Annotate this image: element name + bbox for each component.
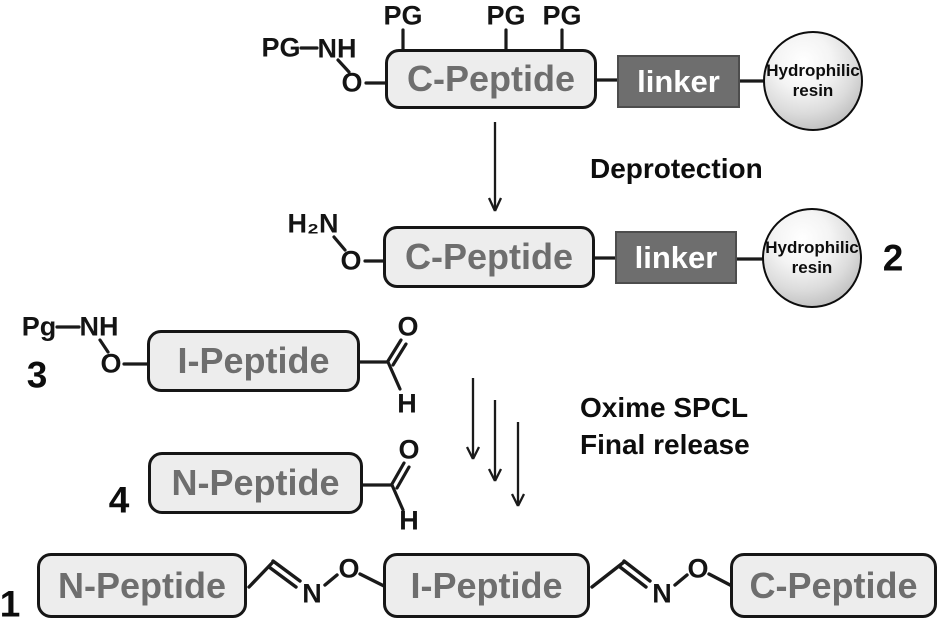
- ligation-arrows: [465, 378, 526, 507]
- c-peptide-box-protected: C-Peptide: [385, 49, 597, 109]
- o-linker-label-row1: O: [341, 67, 363, 98]
- resin-label-line2: resin: [791, 258, 833, 277]
- c-peptide-box-product: C-Peptide: [730, 553, 937, 618]
- compound-number-1: 1: [0, 583, 21, 622]
- oxime1-o-label: O: [338, 553, 360, 584]
- side-pg-label-1: PG: [383, 0, 423, 31]
- step2-bonds: [332, 235, 764, 263]
- pg-label-compound3: Pg: [21, 311, 57, 342]
- side-pg-label-3: PG: [542, 0, 582, 31]
- c-peptide-label: C-Peptide: [406, 58, 575, 99]
- n-peptide-box-product: N-Peptide: [37, 553, 247, 618]
- h2n-label: H₂N: [287, 208, 339, 239]
- hydrophilic-resin-sphere-row2: Hydrophilic resin: [762, 208, 862, 308]
- step1-bonds: [299, 28, 766, 85]
- compound3-bonds: [55, 325, 408, 391]
- linker-label: linker: [634, 239, 718, 275]
- n-peptide-label: N-Peptide: [57, 564, 226, 606]
- o-linker-label-compound3: O: [100, 348, 122, 379]
- resin-label-line1: Hydrophilic: [766, 61, 860, 80]
- i-peptide-label: I-Peptide: [177, 340, 330, 381]
- nh-label-row1: NH: [317, 33, 357, 64]
- deprotection-arrow: [487, 122, 503, 212]
- i-peptide-label: I-Peptide: [410, 564, 563, 606]
- hydrophilic-resin-sphere-row1: Hydrophilic resin: [763, 31, 863, 131]
- c-peptide-label: C-Peptide: [404, 236, 573, 277]
- resin-label-line1: Hydrophilic: [765, 238, 859, 257]
- aldehyde-o-label-compound3: O: [397, 311, 419, 342]
- o-linker-label-row2: O: [340, 245, 362, 276]
- compound4-bonds: [361, 461, 411, 512]
- c-peptide-box-deprotected: C-Peptide: [383, 226, 595, 288]
- compound-number-2: 2: [882, 237, 904, 279]
- n-peptide-box-compound4: N-Peptide: [148, 452, 363, 514]
- oxime2-o-label: O: [687, 553, 709, 584]
- ligation-label-line1: Oxime SPCL: [580, 392, 749, 423]
- linker-box-row2: linker: [615, 231, 737, 284]
- aldehyde-h-label-compound3: H: [397, 388, 417, 419]
- aldehyde-o-label-compound4: O: [398, 434, 420, 465]
- deprotection-label: Deprotection: [590, 153, 763, 184]
- oxime2-n-label: N: [652, 578, 672, 609]
- side-pg-label-2: PG: [486, 0, 526, 31]
- linker-box-row1: linker: [617, 55, 740, 108]
- alpha-pg-label: PG: [261, 32, 301, 63]
- compound-number-3: 3: [26, 354, 48, 396]
- oxime1-n-label: N: [302, 578, 322, 609]
- resin-label-line2: resin: [792, 81, 834, 100]
- ligation-label-line2: Final release: [580, 429, 750, 460]
- i-peptide-box-product: I-Peptide: [383, 553, 590, 618]
- product-oxime-bonds: [247, 559, 734, 589]
- nh-label-compound3: NH: [79, 311, 119, 342]
- ligation-label: Oxime SPCL Final release: [580, 389, 750, 463]
- i-peptide-box-compound3: I-Peptide: [147, 330, 360, 392]
- c-peptide-label: C-Peptide: [749, 564, 918, 606]
- compound-number-4: 4: [108, 479, 130, 521]
- n-peptide-label: N-Peptide: [171, 462, 340, 503]
- aldehyde-h-label-compound4: H: [399, 505, 419, 536]
- linker-label: linker: [637, 63, 720, 99]
